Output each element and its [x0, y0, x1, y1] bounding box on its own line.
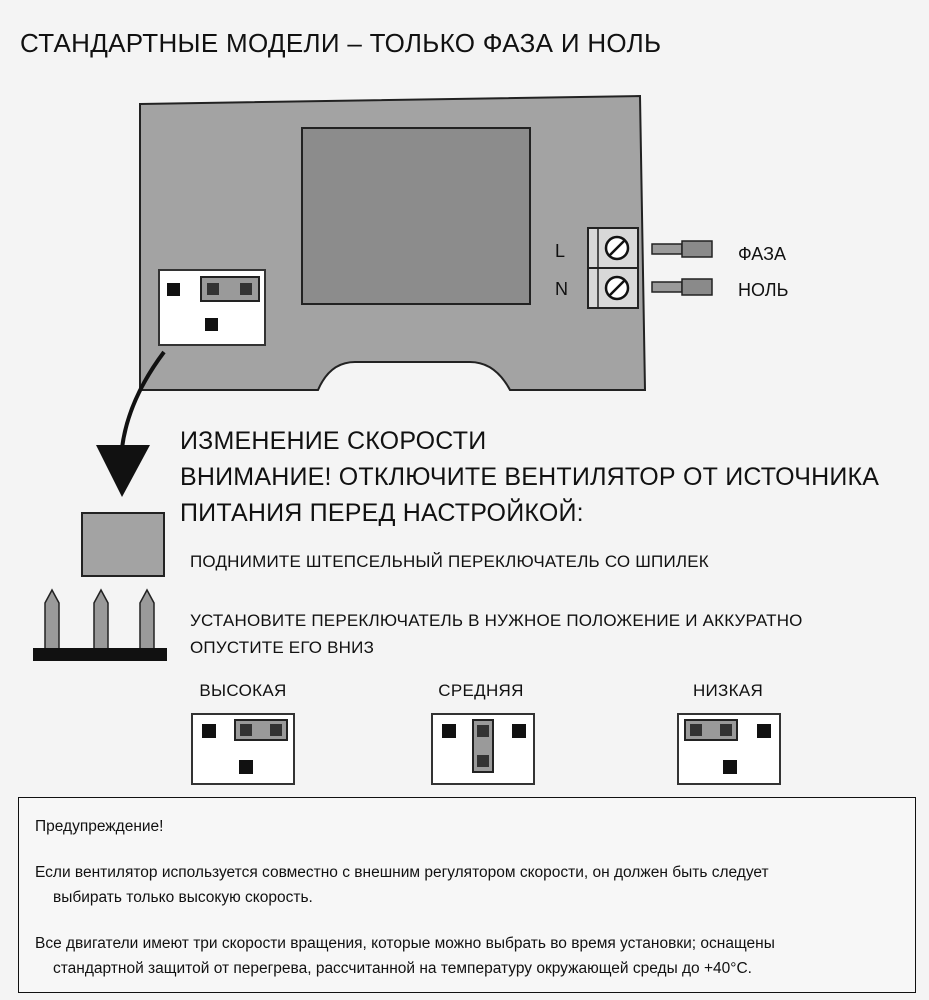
pin — [239, 760, 253, 774]
phase-label: ФАЗА — [738, 244, 786, 264]
notice-p2-line2: стандартной защитой от перегрева, рассчи… — [53, 960, 752, 977]
arrow-curve — [120, 350, 166, 449]
jumper-low — [677, 713, 781, 785]
terminal-n-label: N — [555, 279, 568, 299]
step-2-line-1: УСТАНОВИТЕ ПЕРЕКЛЮЧАТЕЛЬ В НУЖНОЕ ПОЛОЖЕ… — [190, 611, 803, 630]
warning-line-2: ПИТАНИЯ ПЕРЕД НАСТРОЙКОЙ: — [180, 499, 584, 527]
jumper-high — [191, 713, 295, 785]
speed-label-high: ВЫСОКАЯ — [199, 681, 287, 700]
pin — [512, 724, 526, 738]
jumper-strap — [234, 719, 288, 741]
screw-n-icon — [604, 275, 630, 301]
speed-label-low: НИЗКАЯ — [692, 681, 764, 700]
terminal-l-label: L — [555, 241, 566, 261]
step-1: ПОДНИМИТЕ ШТЕПСЕЛЬНЫЙ ПЕРЕКЛЮЧАТЕЛЬ СО Ш… — [190, 552, 709, 571]
speed-label-medium: СРЕДНЯЯ — [438, 681, 524, 700]
notice-p1-line1: Если вентилятор используется совместно с… — [35, 864, 769, 881]
notice-p1-line2: выбирать только высокую скорость. — [53, 889, 313, 906]
pin — [723, 760, 737, 774]
warning-line-1: ВНИМАНИЕ! ОТКЛЮЧИТЕ ВЕНТИЛЯТОР ОТ ИСТОЧН… — [180, 463, 880, 491]
jumper-strap — [684, 719, 738, 741]
device-screen — [301, 127, 531, 305]
pins — [33, 588, 167, 661]
pin — [202, 724, 216, 738]
device-jumper — [158, 269, 266, 346]
pin — [442, 724, 456, 738]
wire-neutral — [651, 278, 713, 296]
screw-l-icon — [604, 235, 630, 261]
arrow-head-icon — [96, 445, 150, 497]
notice-heading: Предупреждение! — [35, 818, 164, 835]
pin — [757, 724, 771, 738]
speed-change-heading: ИЗМЕНЕНИЕ СКОРОСТИ — [180, 427, 487, 455]
step-2-line-2: ОПУСТИТЕ ЕГО ВНИЗ — [190, 638, 375, 657]
lifted-switch — [81, 512, 165, 577]
notice-p2-line1: Все двигатели имеют три скорости вращени… — [35, 935, 775, 952]
notice-box: Предупреждение! Если вентилятор использу… — [18, 797, 916, 993]
page-title: СТАНДАРТНЫЕ МОДЕЛИ – ТОЛЬКО ФАЗА И НОЛЬ — [20, 28, 662, 58]
neutral-label: НОЛЬ — [738, 280, 789, 300]
jumper-medium — [431, 713, 535, 785]
jumper-strap — [472, 719, 494, 773]
wire-phase — [651, 240, 713, 258]
